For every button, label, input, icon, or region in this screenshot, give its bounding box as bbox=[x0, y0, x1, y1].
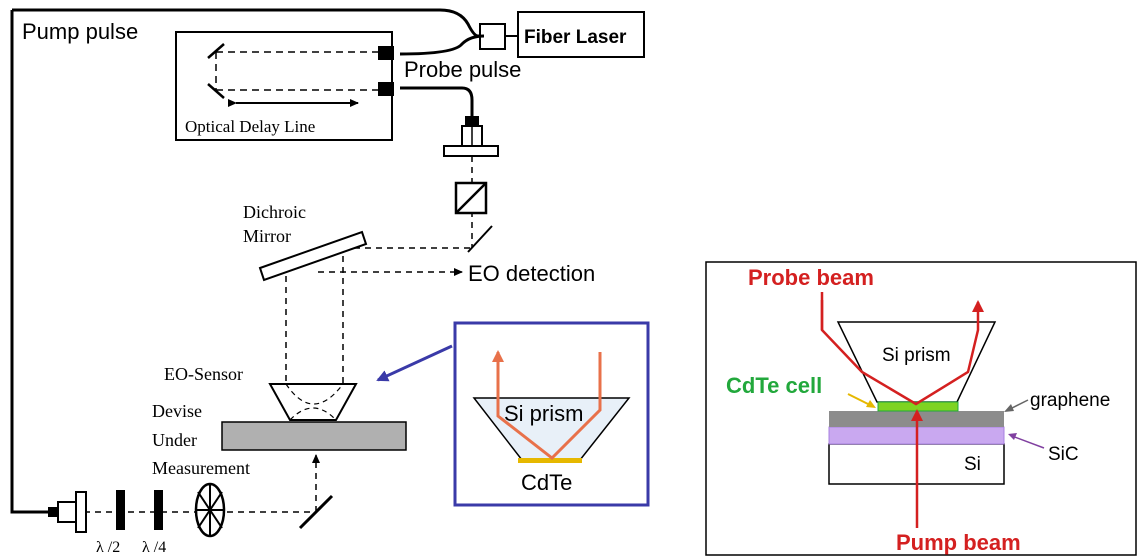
sic-pointer bbox=[1011, 435, 1045, 449]
eo-sensor-prism bbox=[268, 383, 358, 421]
cdte-cell-pointer-head bbox=[866, 400, 876, 408]
dichroic-label-2: Mirror bbox=[243, 226, 291, 246]
delay-port-top bbox=[378, 46, 394, 60]
detail-si-label: Si bbox=[964, 454, 981, 475]
chopper-wheel bbox=[194, 482, 226, 538]
delay-beam-path bbox=[215, 51, 378, 91]
pump-steering-mirror bbox=[298, 494, 334, 530]
graphene-label: graphene bbox=[1030, 390, 1110, 411]
pump-pulse-label: Pump pulse bbox=[22, 19, 138, 44]
sic-label: SiC bbox=[1048, 444, 1079, 465]
inset-beam bbox=[492, 350, 602, 460]
probe-beam-label: Probe beam bbox=[748, 265, 874, 290]
delay-port-bottom bbox=[378, 82, 394, 96]
pickoff-mirror bbox=[467, 225, 493, 253]
pump-beam-label: Pump beam bbox=[896, 530, 1021, 555]
optical-delay-line-label: Optical Delay Line bbox=[185, 117, 315, 136]
dut-label-2: Under bbox=[152, 430, 197, 450]
inset-cdte-layer bbox=[518, 458, 582, 463]
pump-collimator bbox=[48, 491, 87, 533]
graphene-pointer-head bbox=[1004, 404, 1014, 412]
dut-label-1: Devise bbox=[152, 401, 202, 421]
fiber-laser-box bbox=[517, 11, 645, 58]
fiber-laser-label: Fiber Laser bbox=[524, 27, 627, 48]
half-wave-label: λ /2 bbox=[96, 539, 120, 556]
eo-detection-label: EO detection bbox=[468, 261, 595, 286]
quarter-wave-plate bbox=[154, 490, 163, 530]
coupler bbox=[479, 23, 518, 50]
inset-cdte-label: CdTe bbox=[521, 470, 572, 495]
probe-fiber-path bbox=[399, 34, 485, 118]
quarter-wave-label: λ /4 bbox=[142, 539, 166, 556]
delay-mirrors bbox=[207, 43, 225, 99]
dut-label-3: Measurement bbox=[152, 458, 250, 478]
detail-prism-label: Si prism bbox=[882, 345, 951, 366]
beam-splitter bbox=[454, 181, 488, 215]
eo-sensor-label: EO-Sensor bbox=[164, 364, 243, 384]
dut-slab bbox=[221, 421, 407, 451]
half-wave-plate bbox=[116, 490, 125, 530]
inset-prism-label: Si prism bbox=[504, 401, 583, 426]
sic-pointer-head bbox=[1008, 433, 1017, 440]
probe-pulse-label: Probe pulse bbox=[404, 57, 521, 82]
inset-pointer-arrow bbox=[376, 344, 453, 382]
dichroic-label-1: Dichroic bbox=[243, 202, 306, 222]
cdte-cell-label: CdTe cell bbox=[726, 373, 822, 398]
probe-collimator bbox=[443, 116, 499, 157]
optical-delay-line-box bbox=[175, 31, 393, 141]
sensor-beams bbox=[285, 256, 344, 384]
dichroic-mirror bbox=[258, 230, 368, 282]
